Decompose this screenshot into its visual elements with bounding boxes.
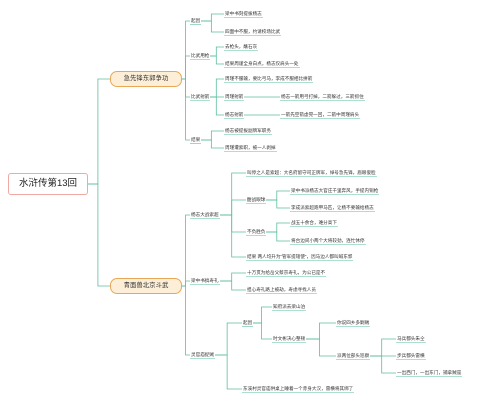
connector-b2-qixun-result bbox=[215, 354, 242, 390]
b2-qixun-fenpei2[interactable]: 派两位部头巡察 bbox=[336, 353, 371, 359]
b1-qiang-item-2[interactable]: 结果周谨全身白点，杨志仅肩头一处 bbox=[224, 61, 300, 67]
b2-liangzhong[interactable]: 梁中书搞寿礼 bbox=[190, 278, 220, 284]
b2-qixun-fenpei-item[interactable]: 你说四乡多剿贼 bbox=[336, 320, 371, 326]
connector-b1-qiyin-item-2 bbox=[201, 20, 224, 33]
branch-1-title[interactable]: 急先锋东郭争功 bbox=[110, 71, 182, 87]
b1-jian-sub2-item[interactable]: 一箭先空箭虚晃一回，二箭中周瑾肩头 bbox=[280, 112, 361, 118]
b1-jieguo[interactable]: 结果 bbox=[190, 137, 202, 143]
connector-b2-qixun-fenpei2-item-1 bbox=[370, 338, 396, 357]
b2-yangzhi-s1[interactable]: 叫停之人是索超：大名府留守司正牌军，绰号急先锋，眉眼俊脸 bbox=[246, 170, 377, 176]
b1-qiyin[interactable]: 起因 bbox=[190, 18, 202, 24]
connector-b2-yangzhi-s4 bbox=[220, 214, 246, 258]
b1-qiyin-item-2[interactable]: 四面中不服，约请校场比武 bbox=[224, 29, 282, 35]
connector-b2-qixun-fenpei bbox=[253, 322, 272, 340]
connector-b2-yangzhi bbox=[182, 214, 190, 287]
b2-fighting[interactable]: 酣战眼球 bbox=[246, 197, 267, 203]
connector-b2-qixun bbox=[182, 285, 190, 356]
connector-b2-fighting bbox=[220, 199, 246, 216]
b2-qixun-qiyin[interactable]: 起因 bbox=[242, 320, 254, 326]
b2-liangzhong-item-1[interactable]: 十万贯为给岳父蔡京寿礼，为公已是不 bbox=[246, 270, 327, 276]
connector-branch-1-title bbox=[88, 78, 110, 185]
connector-b1-jieguo-item-1 bbox=[201, 130, 224, 141]
connector-b1-qiang-item-1 bbox=[210, 46, 224, 57]
b1-jian-sub2-label[interactable]: 杨志射箭 bbox=[224, 112, 245, 118]
b2-qixun-fenpei2-item-1[interactable]: 马兵都头朱仝 bbox=[396, 336, 426, 342]
b2-fighting-item-2[interactable]: 李成派索超跑甲马匹，让杨不要输给杨志 bbox=[290, 205, 375, 211]
connector-branch-2-title bbox=[88, 183, 110, 287]
connector-b1-qiang-item-2 bbox=[210, 55, 224, 65]
connector-b2-buhe-item-1 bbox=[266, 222, 290, 233]
b2-qixun-qiyin-item[interactable]: 知府派去梁山泊 bbox=[272, 304, 307, 310]
b2-qixun-fenpei2-item-3[interactable]: 一出西门，一出东门，捕拿贼寇 bbox=[396, 370, 463, 376]
b1-qiyin-item-1[interactable]: 梁中书刻提拔杨志 bbox=[224, 11, 263, 17]
branch-2-title[interactable]: 青面兽北京斗武 bbox=[110, 278, 182, 294]
b2-fighting-item-1[interactable]: 梁中书派杨志大官庄千里奔风，手提内铜枪 bbox=[290, 188, 380, 194]
b2-liangzhong-item-2[interactable]: 担心寿礼路上被劫，寿虑寻找人员 bbox=[246, 287, 317, 293]
connector-b1-jian-sub2-label bbox=[210, 96, 224, 116]
connector-b2-qixun-qiyin bbox=[215, 322, 242, 356]
b1-jieguo-item-1[interactable]: 杨志被提拔副牌军职务 bbox=[224, 128, 272, 134]
connector-b2-buhe-item-2 bbox=[266, 231, 290, 242]
b2-buhe-item-1[interactable]: 战五十余合，难分高下 bbox=[290, 220, 338, 226]
connector-b2-liangzhong-item-1 bbox=[220, 272, 246, 282]
b2-qixun-fenpei[interactable]: 时文彬决心整顿 bbox=[272, 336, 307, 342]
b2-buhe-item-2[interactable]: 将台边间小两个大将较劲，连忙休停 bbox=[290, 238, 366, 244]
connector-b1-qiyin-item-1 bbox=[201, 13, 224, 22]
connector-b2-liangzhong-item-2 bbox=[220, 280, 246, 291]
connector-b2-buhe bbox=[220, 214, 246, 233]
b2-yangzhi[interactable]: 杨志大战索超 bbox=[190, 212, 220, 218]
connector-b2-qixun-fenpei2-item-3 bbox=[370, 355, 396, 374]
connector-b2-yangzhi-s1 bbox=[220, 172, 246, 216]
connector-b2-fighting-item-1 bbox=[266, 190, 290, 201]
connector-b1-jian-item-1 bbox=[210, 78, 224, 98]
b2-qixun-result[interactable]: 东溪村灵官庙供桌上睡着一个赤身大汉，雷横将其绑了 bbox=[242, 386, 355, 392]
b1-qiang-item-1[interactable]: 去枪头，蘸石灰 bbox=[224, 44, 259, 50]
connector-b1-biwu-qiang bbox=[182, 55, 190, 80]
b1-jieguo-item-2[interactable]: 周瑾遭索职，被一人剥掉 bbox=[224, 145, 277, 151]
connector-b2-qixun-fenpei2 bbox=[306, 338, 336, 357]
connector-b1-jieguo-item-2 bbox=[201, 139, 224, 149]
connector-b2-liangzhong bbox=[182, 280, 190, 287]
b1-biwu-qiang[interactable]: 比武用枪 bbox=[190, 53, 211, 59]
connector-b2-qixun-fenpei-item bbox=[306, 322, 336, 340]
connector-b2-qixun-qiyin-item bbox=[253, 306, 272, 324]
b1-jian-sub1-item[interactable]: 杨志一箭用弓打掉，二箭躲过，三箭抓住 bbox=[280, 94, 365, 100]
connector-b2-fighting-item-2 bbox=[266, 199, 290, 209]
b1-jian-item-1[interactable]: 周瑾不服输，要比弓马，李成不服相比拼箭 bbox=[224, 76, 314, 82]
b2-yangzhi-s4[interactable]: 结果 两人均升为“管军提辖使”，因马边人都叫喊东郭 bbox=[246, 254, 354, 260]
connector-b1-jieguo bbox=[182, 78, 190, 141]
b2-qixun[interactable]: 灵官庙捉贼 bbox=[190, 352, 215, 358]
root-node[interactable]: 水浒传第13回 bbox=[8, 173, 88, 195]
b1-biwu-jian[interactable]: 比武射箭 bbox=[190, 94, 211, 100]
b1-jian-sub1-label[interactable]: 周瑾射箭 bbox=[224, 94, 245, 100]
b2-qixun-fenpei2-item-2[interactable]: 步兵都头雷横 bbox=[396, 353, 426, 359]
b2-buhe[interactable]: 不负胜负 bbox=[246, 229, 267, 235]
